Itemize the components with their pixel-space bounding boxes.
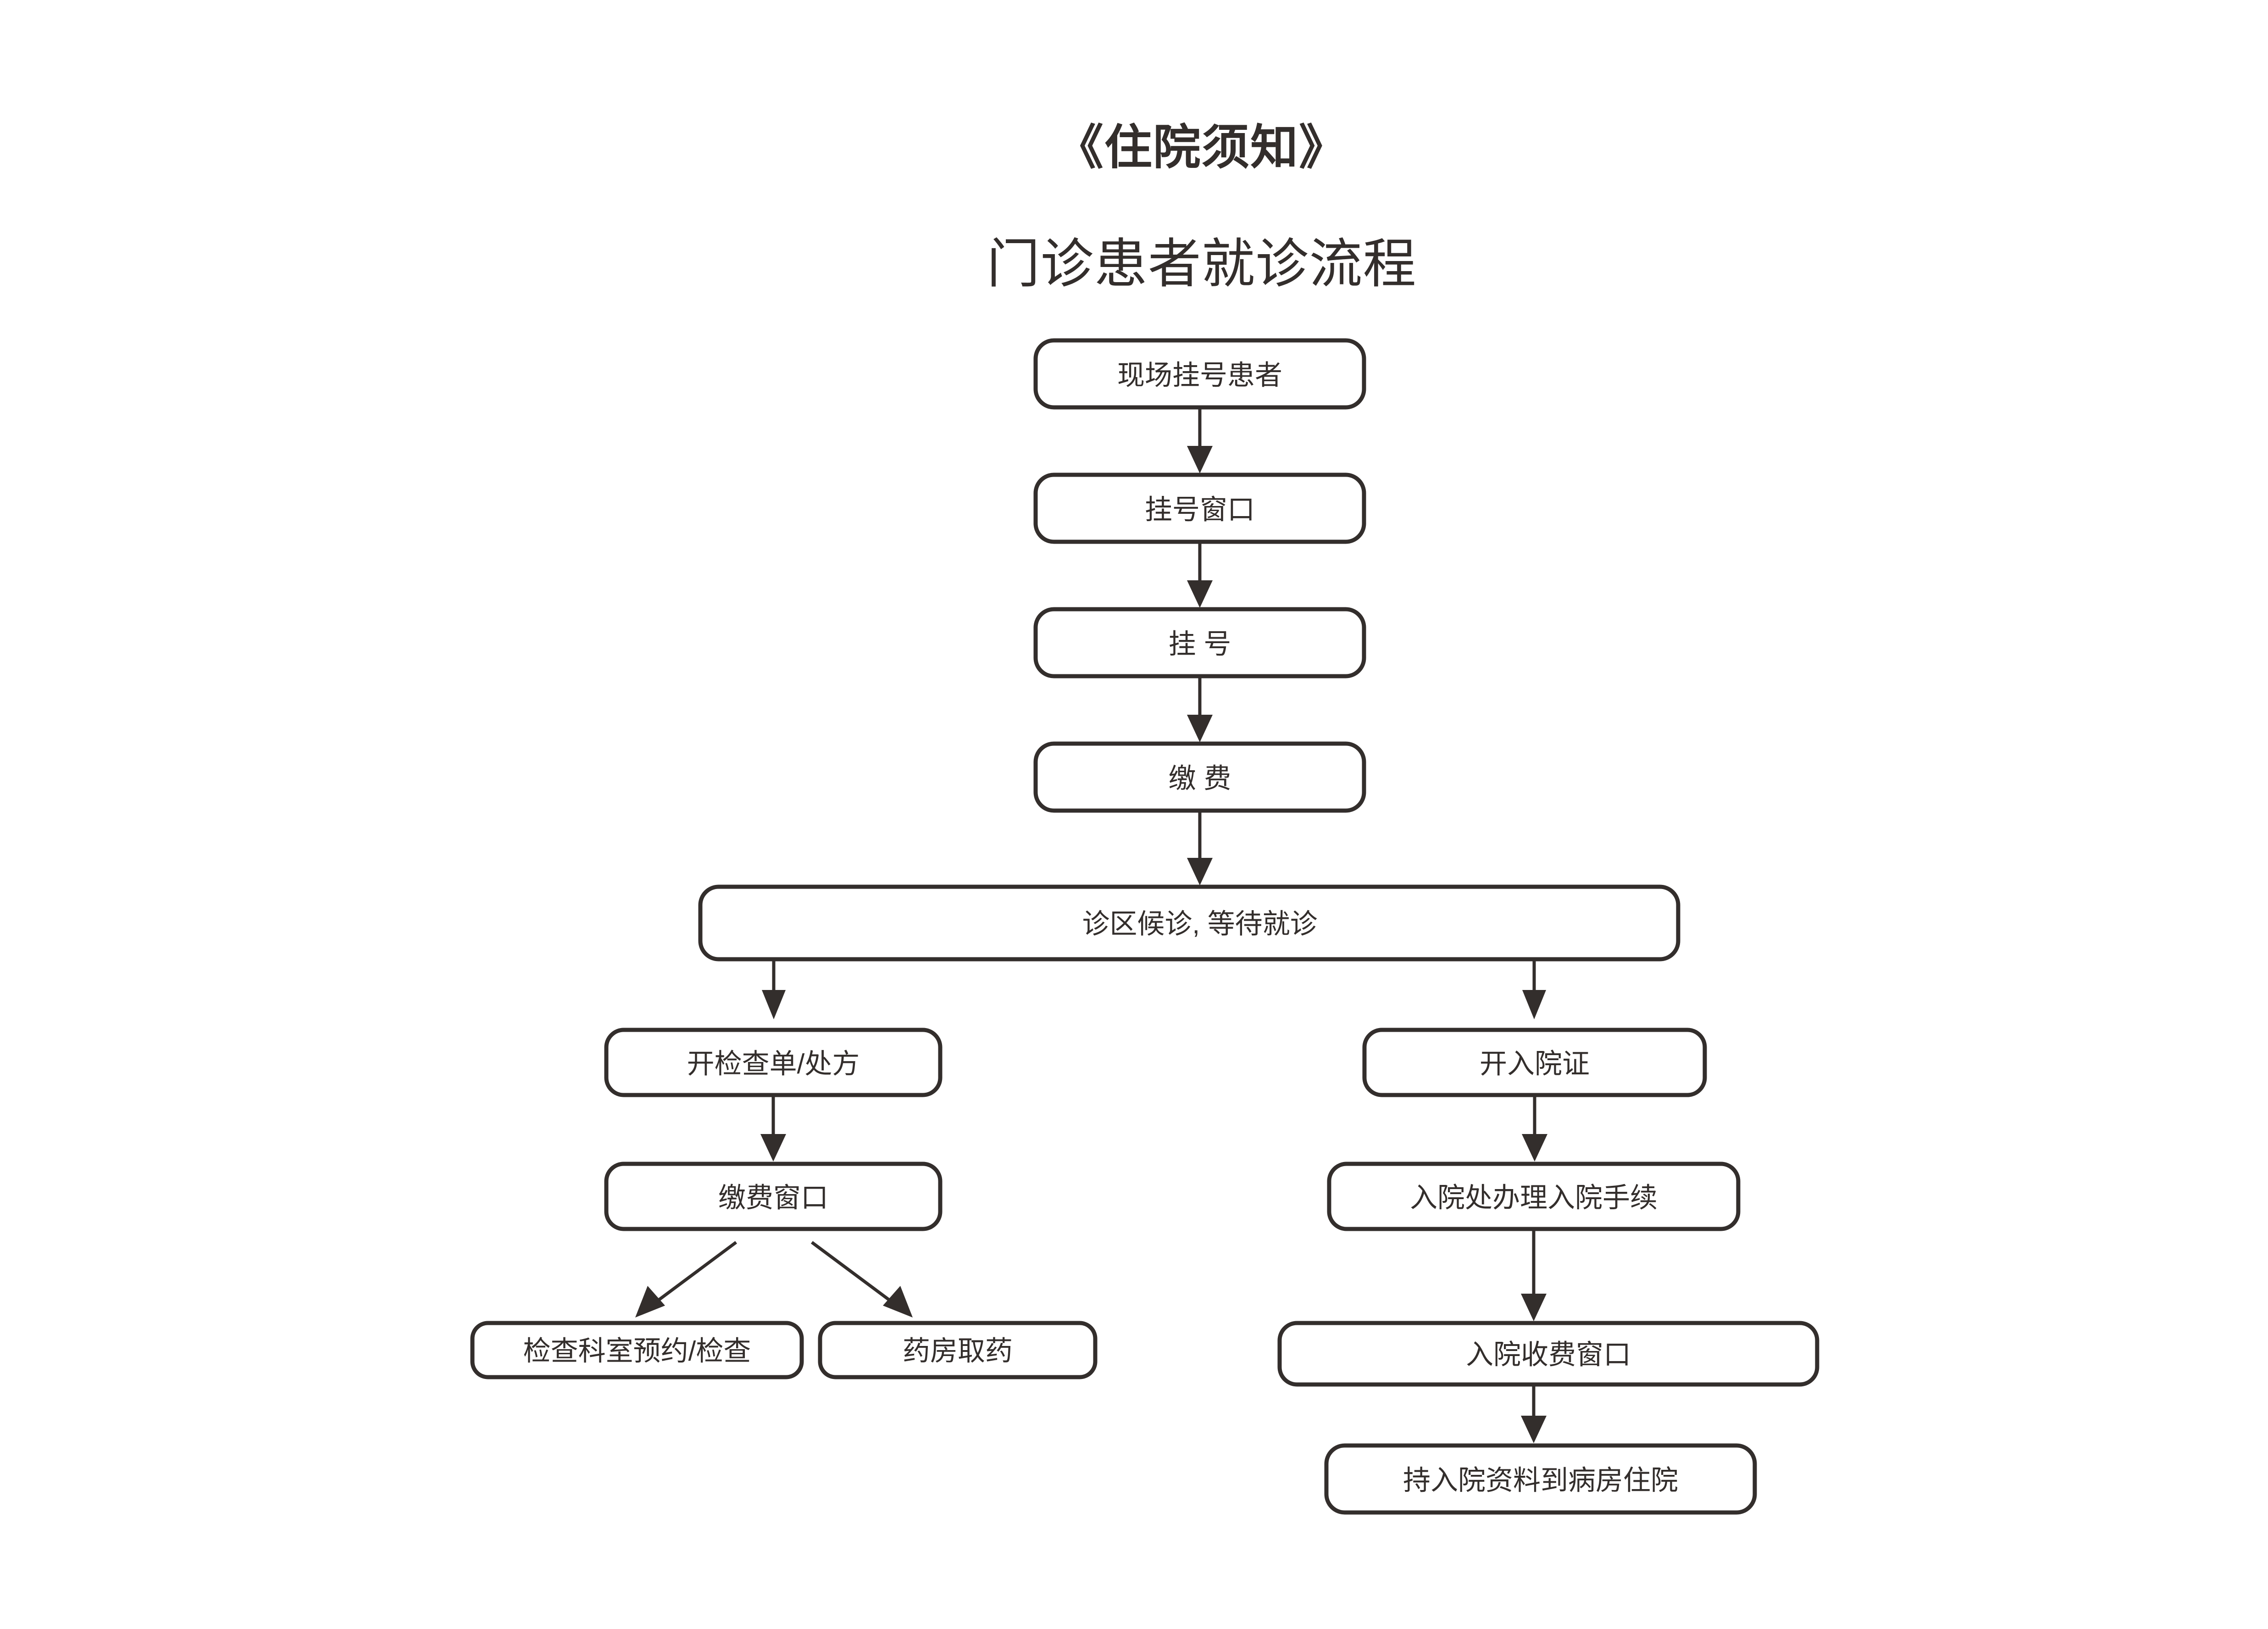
flow-node-label: 入院处办理入院手续 (1410, 1183, 1658, 1213)
flow-node-n6[interactable]: 开检查单/处方 (604, 1028, 943, 1097)
flow-node-label: 开检查单/处方 (687, 1049, 860, 1079)
flow-edge-n7-n8 (635, 1241, 738, 1318)
flow-edge-n2-n3 (1187, 542, 1213, 608)
flow-node-label: 缴 费 (1169, 763, 1231, 794)
flow-node-n5[interactable]: 诊区候诊, 等待就诊 (698, 884, 1680, 962)
flow-node-label: 药房取药 (903, 1336, 1013, 1367)
flow-node-label: 持入院资料到病房住院 (1403, 1465, 1678, 1496)
flow-node-n10[interactable]: 开入院证 (1362, 1028, 1707, 1097)
flow-edge-n5-n6 (762, 959, 786, 1019)
page-subtitle: 门诊患者就诊流程 (987, 234, 1416, 294)
flow-node-label: 挂号窗口 (1145, 495, 1255, 525)
flow-node-n3[interactable]: 挂 号 (1033, 607, 1366, 678)
flow-node-n1[interactable]: 现场挂号患者 (1033, 338, 1366, 410)
flow-node-n11[interactable]: 入院处办理入院手续 (1327, 1162, 1741, 1231)
flow-edge-n10-n11 (1522, 1095, 1547, 1162)
flow-node-n8[interactable]: 检查科室预约/检查 (470, 1321, 804, 1379)
flow-edge-n6-n7 (760, 1095, 786, 1162)
flow-node-n7[interactable]: 缴费窗口 (604, 1162, 943, 1231)
flow-node-shape (698, 884, 1680, 962)
flow-edge-n7-n9 (810, 1241, 913, 1318)
page-title: 《住院须知》 (1056, 121, 1347, 174)
flow-node-n13[interactable]: 持入院资料到病房住院 (1324, 1443, 1757, 1515)
flow-node-label: 现场挂号患者 (1117, 360, 1282, 391)
flow-node-label: 缴费窗口 (718, 1183, 828, 1213)
flow-node-shape (818, 1321, 1098, 1379)
flow-edge-n4-n5 (1187, 811, 1213, 885)
flow-node-label: 挂 号 (1169, 629, 1231, 660)
flow-node-label: 入院收费窗口 (1466, 1340, 1631, 1370)
flow-node-shape (1324, 1443, 1757, 1515)
flow-edge-n11-n12 (1521, 1229, 1547, 1321)
flow-node-label: 诊区候诊, 等待就诊 (1082, 909, 1317, 940)
flow-node-n9[interactable]: 药房取药 (818, 1321, 1098, 1379)
flow-edge-n1-n2 (1187, 407, 1213, 473)
flow-node-n12[interactable]: 入院收费窗口 (1277, 1321, 1819, 1387)
flow-node-label: 检查科室预约/检查 (523, 1336, 751, 1367)
flow-edge-n12-n13 (1521, 1384, 1547, 1443)
flow-node-label: 开入院证 (1480, 1049, 1590, 1079)
flow-node-n4[interactable]: 缴 费 (1033, 741, 1366, 813)
flow-node-shape (1277, 1321, 1819, 1387)
flow-node-shape (604, 1162, 943, 1231)
flow-edge-n3-n4 (1187, 676, 1213, 742)
flow-edge-n5-n10 (1522, 959, 1546, 1019)
flow-node-n2[interactable]: 挂号窗口 (1033, 473, 1366, 544)
flow-node-shape (470, 1321, 804, 1379)
